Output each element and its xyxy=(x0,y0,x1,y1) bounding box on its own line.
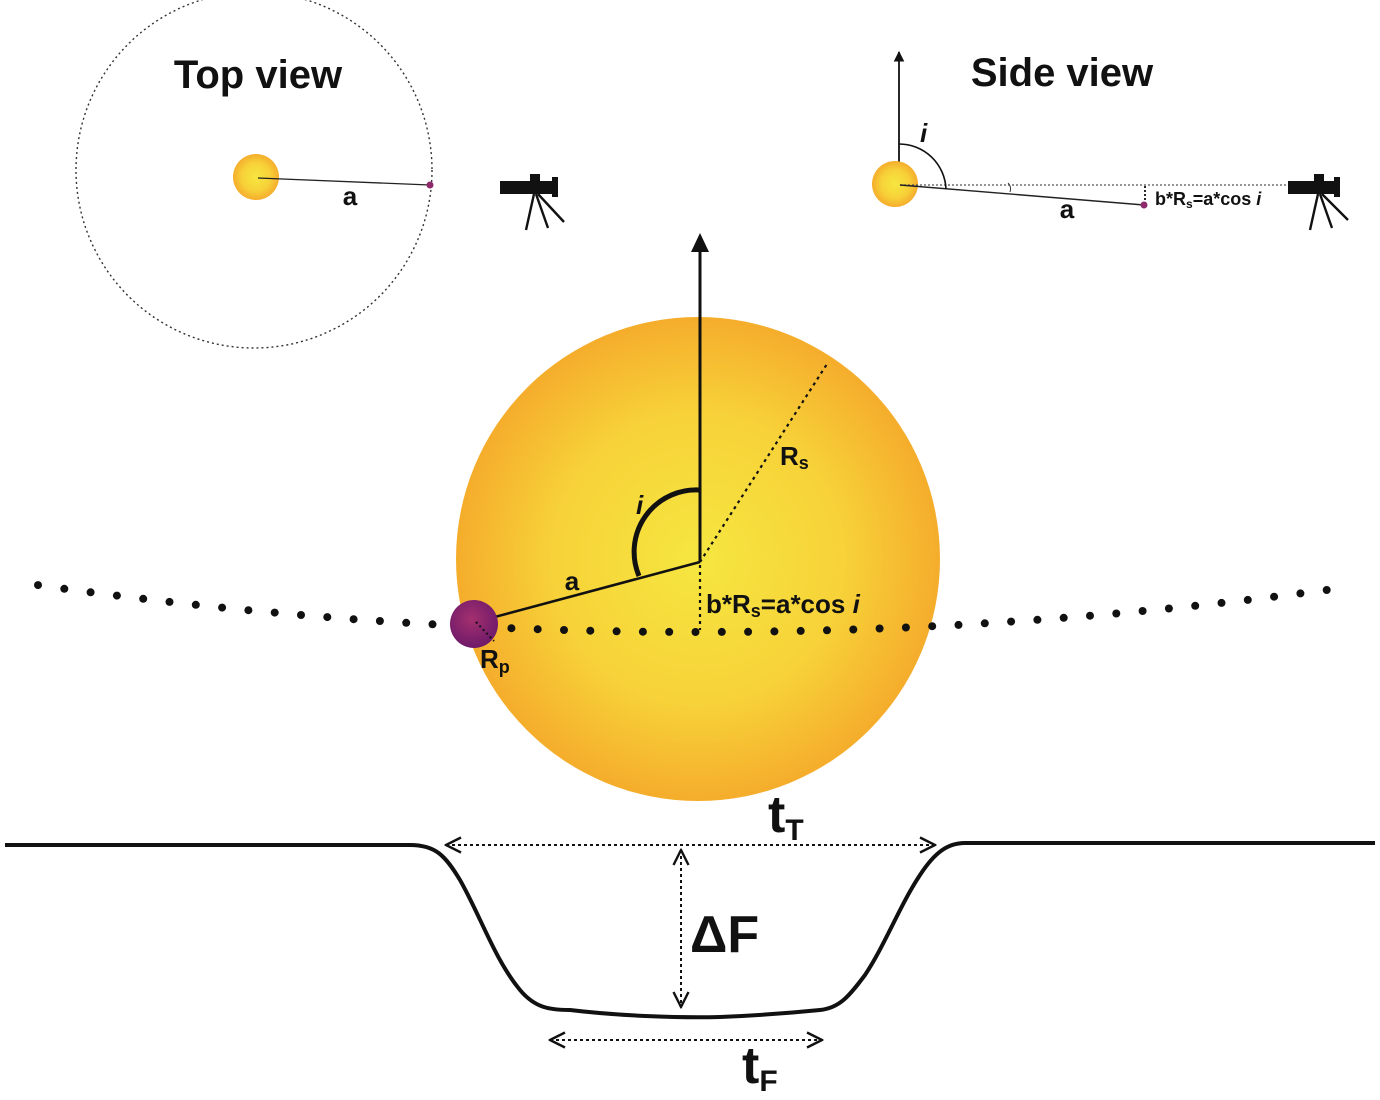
main-planet xyxy=(450,600,498,648)
orbit-dot xyxy=(612,627,621,636)
telescope-icon xyxy=(500,174,565,231)
light-curve xyxy=(5,841,1375,1020)
orbit-dot xyxy=(1270,592,1279,601)
orbit-dot xyxy=(1112,609,1121,618)
orbit-dot xyxy=(112,591,121,600)
orbit-dot xyxy=(323,613,332,622)
side-view-a-label: a xyxy=(1060,194,1075,224)
orbit-dot xyxy=(1217,598,1226,607)
orbit-dot xyxy=(34,581,42,590)
orbit-dot xyxy=(191,600,200,609)
light-curve-panel: tT ΔF tF xyxy=(5,786,1375,1098)
top-view-star xyxy=(233,154,279,200)
orbit-dot xyxy=(638,627,647,636)
main-star xyxy=(456,317,940,801)
orbit-dot xyxy=(1059,613,1068,622)
orbit-dot xyxy=(1191,601,1200,610)
orbit-dot xyxy=(954,620,963,629)
orbit-dot xyxy=(1243,595,1252,604)
depth-label: ΔF xyxy=(690,906,759,964)
orbit-dot xyxy=(691,628,700,636)
orbit-dot xyxy=(717,627,726,636)
main-planet-radius xyxy=(475,621,495,642)
orbit-dot xyxy=(60,584,69,593)
top-view-semimajor-axis xyxy=(257,177,431,186)
orbit-dot xyxy=(665,627,674,636)
orbit-dot xyxy=(586,626,595,635)
orbit-dot xyxy=(901,623,910,632)
main-impact-label: b*Rs=a*cos i xyxy=(706,589,861,621)
orbit-dot xyxy=(928,622,937,631)
orbit-dot xyxy=(375,617,384,625)
orbit-dot xyxy=(560,626,568,634)
main-star-radius xyxy=(699,363,828,563)
orbit-dot xyxy=(270,608,279,617)
orbit-dot xyxy=(770,627,779,636)
flat-duration-label: tF xyxy=(742,1037,778,1095)
telescope-icon xyxy=(1288,174,1349,231)
orbit-dot xyxy=(244,606,253,615)
side-view-inclination-arc xyxy=(898,143,947,190)
top-view-panel: Top view a xyxy=(75,0,565,349)
main-transit-panel: Rs i a b*Rs=a*cos i Rp xyxy=(34,233,1331,801)
orbit-dot xyxy=(875,624,884,633)
main-a-label: a xyxy=(565,566,580,596)
orbit-dot xyxy=(1296,589,1305,598)
orbit-dot xyxy=(1322,586,1331,594)
side-view-small-arc xyxy=(1007,182,1012,193)
orbit-dot xyxy=(349,615,358,624)
orbit-dot xyxy=(1138,607,1147,615)
orbit-dot xyxy=(980,619,989,628)
orbit-dot xyxy=(218,603,227,612)
top-view-planet xyxy=(426,181,434,189)
side-view-star xyxy=(872,161,918,207)
orbit-dot xyxy=(796,626,805,635)
transit-duration-label: tT xyxy=(768,786,804,847)
orbit-dot xyxy=(533,625,542,634)
orbit-dot xyxy=(1086,611,1094,620)
main-normal-arrowhead xyxy=(691,233,709,252)
main-i-label: i xyxy=(636,490,644,520)
main-inclination-arc xyxy=(631,487,701,577)
orbit-dot xyxy=(165,597,174,606)
main-semimajor-axis xyxy=(475,560,701,624)
orbit-dot xyxy=(1033,615,1042,624)
side-view-impact-label: b*Rs=a*cos i xyxy=(1155,189,1262,211)
side-view-i-label: i xyxy=(920,118,928,148)
orbit-dot xyxy=(1164,604,1173,613)
orbit-dot xyxy=(139,594,148,603)
orbit-dot xyxy=(402,618,411,627)
top-view-title: Top view xyxy=(174,53,343,97)
orbit-dot xyxy=(507,624,516,633)
main-orbit-path xyxy=(34,581,1331,636)
main-rp-label: Rp xyxy=(480,644,510,677)
orbit-dot xyxy=(823,626,831,635)
orbit-dot xyxy=(744,627,753,636)
orbit-dot xyxy=(297,611,305,619)
orbit-dot xyxy=(86,588,95,597)
orbit-dot xyxy=(428,620,437,629)
main-rs-label: Rs xyxy=(780,441,809,473)
side-view-semimajor-axis xyxy=(899,184,1145,206)
side-view-title: Side view xyxy=(971,51,1154,95)
top-view-a-label: a xyxy=(343,181,358,211)
top-view-orbit xyxy=(75,0,433,349)
side-view-planet xyxy=(1140,201,1148,209)
side-view-panel: Side view i a b*Rs=a*cos i xyxy=(872,50,1349,231)
orbit-dot xyxy=(1007,617,1016,626)
orbit-dot xyxy=(849,625,858,634)
